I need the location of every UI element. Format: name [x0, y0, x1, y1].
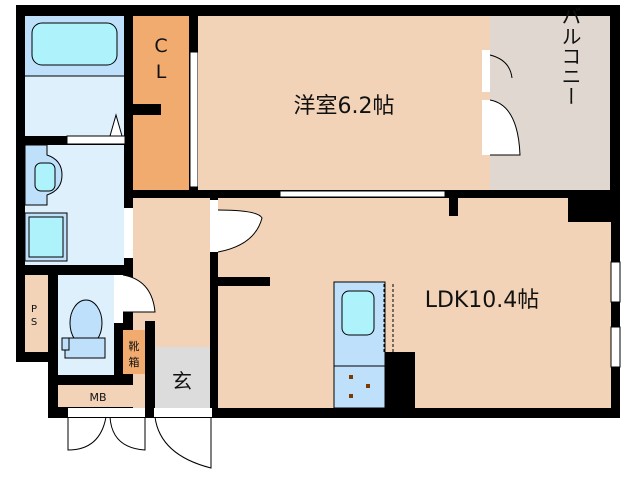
entrance-label: 玄	[172, 369, 192, 393]
svg-text:バルコニー: バルコニー	[558, 6, 582, 106]
western-room-sliding-door[interactable]	[279, 190, 446, 198]
entrance	[155, 347, 210, 408]
ps-label-p: P	[31, 304, 37, 315]
toilet-door[interactable]	[114, 275, 123, 323]
closet-sliding-door[interactable]	[189, 51, 199, 188]
ldk-window-1[interactable]	[610, 261, 621, 303]
western-room	[198, 16, 490, 190]
balcony-label: バルコニー	[558, 6, 582, 106]
door-marker-icon	[109, 113, 123, 137]
balcony	[490, 16, 610, 190]
stove-icon	[349, 375, 370, 398]
ps-label-s: S	[31, 317, 37, 328]
door-swing-icon	[489, 99, 521, 156]
washroom-door[interactable]	[124, 208, 133, 258]
sink-icon	[34, 162, 56, 192]
closet-label-c: C	[154, 35, 167, 57]
meter-box-doors[interactable]	[67, 416, 146, 451]
ldk-door[interactable]	[210, 200, 218, 252]
door-swing-icon	[122, 274, 156, 313]
bathroom-door[interactable]	[66, 135, 126, 145]
mb-label: MB	[89, 391, 106, 404]
meter-box	[58, 385, 145, 407]
shoe-box	[123, 330, 145, 374]
shoe-box-label-1: 靴	[129, 339, 140, 353]
kitchen-sink-icon	[341, 290, 375, 336]
ldk-window-2[interactable]	[610, 326, 621, 368]
door-swing-icon	[217, 209, 263, 253]
closet-label-l: L	[156, 61, 167, 83]
refrigerator-space	[385, 352, 415, 408]
balcony-door[interactable]	[482, 100, 490, 155]
closet	[133, 16, 189, 190]
pipe-space	[25, 275, 48, 352]
shoe-box-label-2: 箱	[129, 355, 140, 369]
ldk-label: LDK10.4帖	[425, 288, 540, 313]
front-door[interactable]	[154, 416, 212, 469]
western-room-label: 洋室6.2帖	[294, 94, 395, 119]
bathtub-icon	[31, 22, 118, 66]
